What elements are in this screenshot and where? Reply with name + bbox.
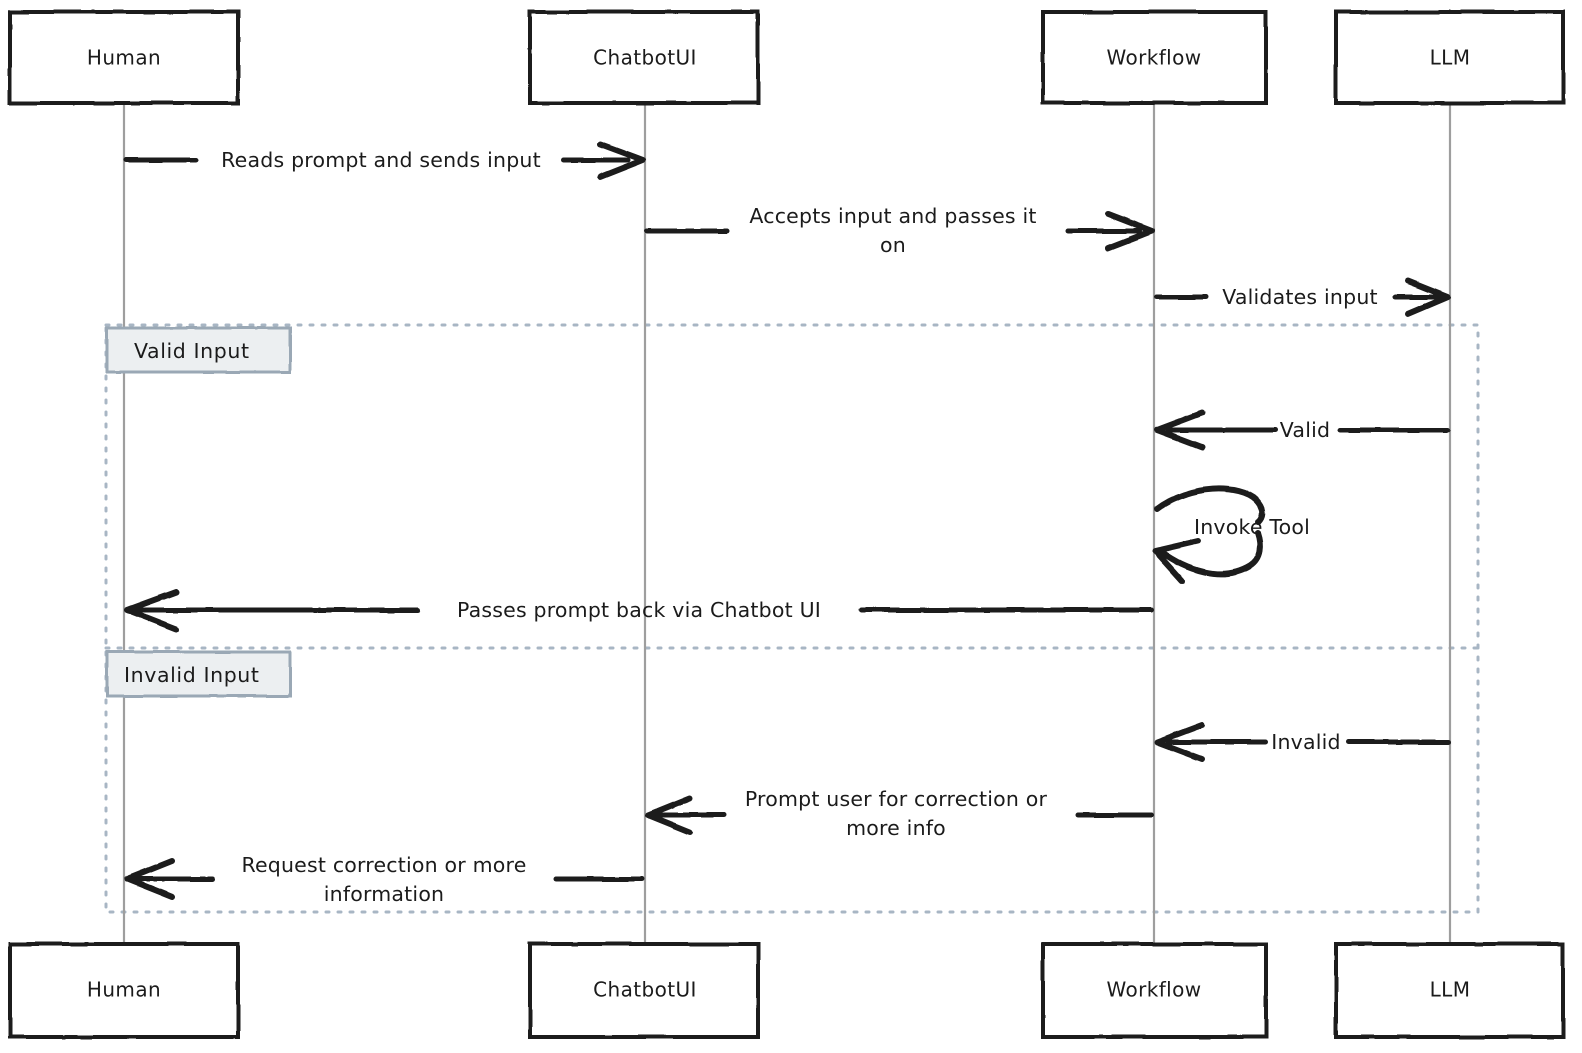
actor-label-human-bottom: Human [87, 978, 161, 1002]
message-m7[interactable]: Invalid [1154, 722, 1451, 762]
message-label-m2-line2: on [880, 233, 906, 257]
alt-block [104, 323, 1480, 914]
message-m1[interactable]: Reads prompt and sends input [123, 141, 646, 180]
lifelines [122, 103, 1452, 948]
actor-label-llm-top: LLM [1430, 46, 1471, 70]
actor-label-llm-bottom: LLM [1430, 978, 1471, 1002]
message-label-m5: Invoke Tool [1194, 515, 1310, 539]
message-m2[interactable]: Accepts input and passes it on [644, 204, 1155, 257]
message-label-m1: Reads prompt and sends input [221, 148, 541, 172]
actor-box-workflow-top[interactable] [1041, 10, 1268, 105]
actor-box-human-top[interactable] [8, 10, 240, 105]
message-label-m7: Invalid [1271, 730, 1341, 754]
actor-label-chatbotui-bottom: ChatbotUI [593, 978, 697, 1002]
message-m8[interactable]: Prompt user for correction or more info [645, 787, 1155, 840]
alt-section-invalid-label-box[interactable] [105, 650, 292, 698]
alt-section-invalid-label: Invalid Input [124, 663, 260, 687]
actor-label-chatbotui-top: ChatbotUI [593, 46, 697, 70]
alt-section-valid[interactable]: Valid Input [105, 326, 292, 374]
actor-box-chatbotui-bottom[interactable] [528, 942, 760, 1039]
actor-label-human-top: Human [87, 46, 161, 70]
actor-boxes-bottom [8, 942, 1565, 1039]
message-m9[interactable]: Request correction or more information [124, 853, 645, 906]
alt-block-border [104, 323, 1480, 914]
message-m4[interactable]: Valid [1154, 410, 1451, 450]
alt-section-invalid[interactable]: Invalid Input [105, 650, 292, 698]
actor-box-llm-top[interactable] [1334, 10, 1565, 105]
actor-label-workflow-top: Workflow [1106, 46, 1201, 70]
message-label-m9-line1: Request correction or more [241, 853, 526, 877]
message-m3[interactable]: Validates input [1153, 278, 1451, 317]
message-label-m4: Valid [1280, 418, 1330, 442]
actor-box-chatbotui-top[interactable] [528, 10, 760, 105]
message-m6[interactable]: Passes prompt back via Chatbot UI [124, 589, 1155, 632]
alt-section-valid-label-box[interactable] [105, 326, 292, 374]
message-label-m8-line1: Prompt user for correction or [745, 787, 1048, 811]
message-label-m3: Validates input [1222, 285, 1378, 309]
actor-boxes-top [8, 10, 1565, 105]
message-label-m6: Passes prompt back via Chatbot UI [457, 598, 821, 622]
actor-box-llm-bottom[interactable] [1334, 942, 1565, 1039]
actor-box-workflow-bottom[interactable] [1041, 942, 1268, 1039]
message-m5-self-loop[interactable]: Invoke Tool [1152, 485, 1310, 584]
actor-box-human-bottom[interactable] [8, 942, 240, 1039]
alt-section-valid-label: Valid Input [134, 339, 250, 363]
message-label-m8-line2: more info [846, 816, 946, 840]
actor-label-workflow-bottom: Workflow [1106, 978, 1201, 1002]
message-label-m9-line2: information [324, 882, 445, 906]
message-label-m2-line1: Accepts input and passes it [749, 204, 1036, 228]
